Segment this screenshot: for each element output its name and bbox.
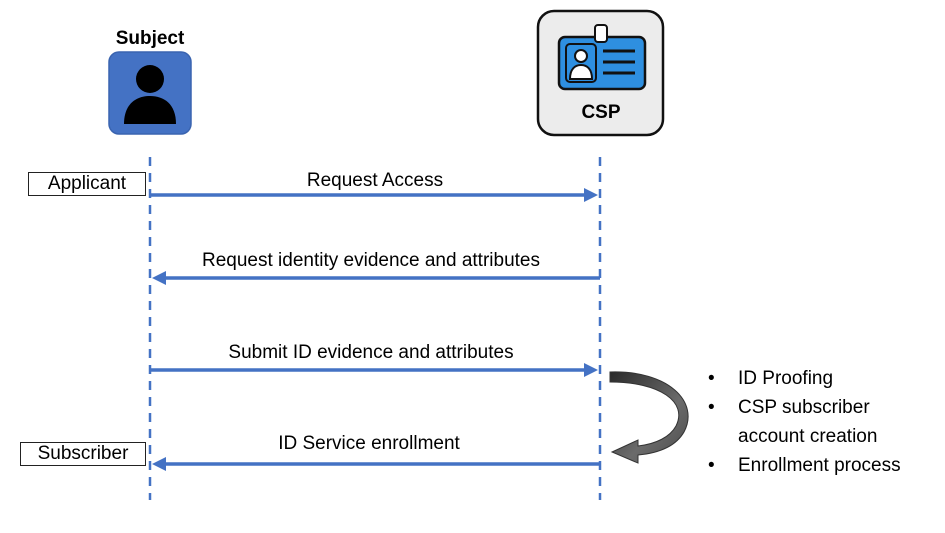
subscriber-label: Subscriber [20, 442, 146, 466]
curved-arrow-icon [609, 371, 689, 464]
process-steps-list: ID Proofing CSP subscriber account creat… [706, 364, 941, 480]
message-label-request-evidence: Request identity evidence and attributes [202, 250, 540, 271]
message-arrow [150, 363, 598, 377]
message-arrow [152, 457, 600, 471]
id-badge-icon [536, 9, 665, 137]
message-label-submit-evidence: Submit ID evidence and attributes [228, 342, 514, 363]
message-label-request-access: Request Access [306, 170, 444, 191]
person-icon [108, 51, 192, 135]
process-step: ID Proofing [706, 364, 941, 393]
message-arrow [150, 188, 598, 202]
csp-label: CSP [581, 102, 621, 123]
process-step: Enrollment process [706, 451, 941, 480]
subject-title: Subject [115, 28, 185, 49]
applicant-label: Applicant [28, 172, 146, 196]
process-step: CSP subscriber account creation [706, 393, 941, 451]
message-arrow [152, 271, 600, 285]
message-label-enrollment: ID Service enrollment [278, 433, 460, 454]
